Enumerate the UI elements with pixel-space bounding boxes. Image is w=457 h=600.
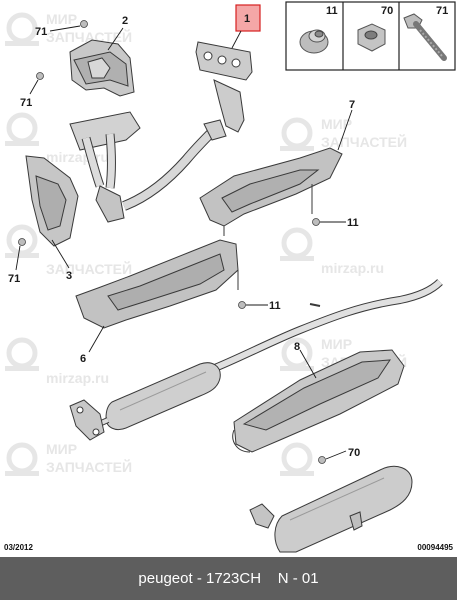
main-exhaust-pipe xyxy=(208,279,443,374)
fastener-inset: 11 70 71 xyxy=(285,1,456,71)
watermark-line1: МИР xyxy=(46,11,77,27)
rear-silencer xyxy=(249,466,413,553)
lower-heat-shield xyxy=(25,155,79,247)
callout-6: 6 xyxy=(80,353,86,365)
callout-1: 1 xyxy=(244,13,250,25)
hex-nut-icon xyxy=(357,23,386,52)
watermark-site: mirzap.ru xyxy=(321,260,384,276)
nut-70-icon xyxy=(318,456,326,464)
upper-heat-shield xyxy=(69,39,135,97)
callout-71a: 71 xyxy=(35,26,47,38)
callout-70: 70 xyxy=(348,447,360,459)
middle-silencer xyxy=(69,362,221,441)
watermark-line1: МИР xyxy=(321,336,352,352)
watermark-logo: МИР ЗАПЧАСТЕЙ xyxy=(5,441,132,476)
nut-11b-icon xyxy=(238,301,246,309)
callout-11a: 11 xyxy=(347,217,359,229)
callout-8: 8 xyxy=(294,341,300,353)
leader-lines xyxy=(15,25,353,460)
rear-silencer-shield xyxy=(232,349,405,453)
callout-71b: 71 xyxy=(20,97,32,109)
footer-number-label: N - 01 xyxy=(277,570,319,587)
callout-71c: 71 xyxy=(8,273,20,285)
watermark-line2: ЗАПЧАСТЕЙ xyxy=(321,133,407,150)
central-heat-shield xyxy=(75,239,239,329)
nut-71c-icon xyxy=(18,238,26,246)
watermark-site: mirzap.ru xyxy=(46,149,109,165)
bolt-icon xyxy=(403,13,447,61)
callout-3: 3 xyxy=(66,270,72,282)
footer-sep: - xyxy=(192,570,206,587)
inset-label-71: 71 xyxy=(436,5,448,17)
highlight-box xyxy=(235,4,261,32)
watermark-site: mirzap.ru xyxy=(46,370,109,386)
inset-label-70: 70 xyxy=(381,5,393,17)
footer-gap xyxy=(261,570,278,587)
date-code: 03/2012 xyxy=(4,543,33,552)
footer-brand: peugeot xyxy=(138,570,193,587)
watermark-logo: mirzap.ru xyxy=(280,227,384,276)
watermark-line2: ЗАПЧАСТЕЙ xyxy=(46,458,132,475)
callout-7: 7 xyxy=(349,99,355,111)
watermark-logo: ЗАПЧАСТЕЙ xyxy=(5,224,132,277)
nut-71a-icon xyxy=(80,20,88,28)
footer-bar: peugeot - 1723CH N - 01 xyxy=(0,557,457,600)
fastener-icons xyxy=(18,20,326,464)
watermark-line2: ЗАПЧАСТЕЙ xyxy=(46,260,132,277)
nut-71b-icon xyxy=(36,72,44,80)
callout-11b: 11 xyxy=(269,300,281,312)
rear-heat-shield xyxy=(199,147,343,236)
inset-label-11: 11 xyxy=(326,5,338,17)
watermark-logo xyxy=(280,442,314,476)
exhaust-manifold xyxy=(69,111,227,223)
watermark-logo: МИР ЗАПЧАСТЕЙ xyxy=(5,11,132,46)
exhaust-diagram: МИР ЗАПЧАСТЕЙ МИР ЗАПЧАСТЕЙ mirzap.ru mi… xyxy=(5,1,456,553)
flange-nut-icon xyxy=(299,29,329,54)
sheet-code: 00094495 xyxy=(417,543,453,552)
watermark-logo: mirzap.ru xyxy=(5,337,109,386)
nut-11a-icon xyxy=(312,218,320,226)
footer-part-number: 1723CH xyxy=(206,570,262,587)
callout-2: 2 xyxy=(122,15,128,27)
manifold-gasket xyxy=(195,41,253,133)
watermark-line2: ЗАПЧАСТЕЙ xyxy=(46,28,132,45)
watermark-line1: МИР xyxy=(321,116,352,132)
watermark-line1: МИР xyxy=(46,441,77,457)
